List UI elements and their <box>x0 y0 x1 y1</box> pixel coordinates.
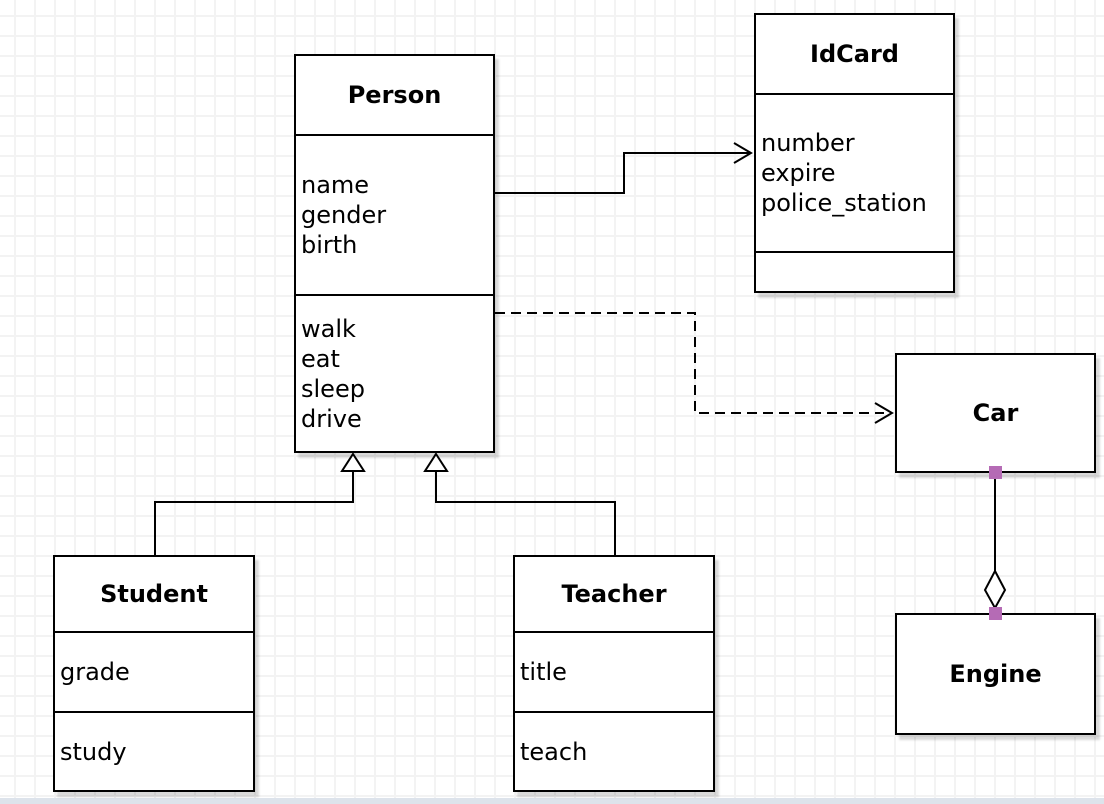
class-teacher-attributes: title <box>515 633 713 713</box>
class-teacher-title: Teacher <box>515 557 713 633</box>
method: teach <box>520 737 588 766</box>
attribute: grade <box>60 658 130 686</box>
class-engine[interactable]: Engine <box>895 613 1096 735</box>
association-arrow-person-idcard[interactable] <box>495 142 753 194</box>
class-idcard-attributes: number expire police_station <box>756 95 953 253</box>
method: sleep <box>301 374 365 403</box>
open-arrowhead-icon <box>733 142 753 164</box>
attribute: expire <box>761 159 836 187</box>
class-teacher[interactable]: Teacher title teach <box>513 555 715 792</box>
class-idcard[interactable]: IdCard number expire police_station <box>754 13 955 293</box>
dependency-arrow-person-car[interactable] <box>495 312 894 424</box>
class-student-attributes: grade <box>55 633 253 713</box>
hollow-diamond-icon <box>983 568 1007 611</box>
class-person[interactable]: Person name gender birth walk eat sleep … <box>294 54 495 453</box>
class-idcard-methods <box>756 253 953 291</box>
attribute: title <box>520 658 567 686</box>
method: walk <box>301 314 356 343</box>
class-teacher-methods: teach <box>515 713 713 790</box>
method: eat <box>301 344 340 373</box>
class-car[interactable]: Car <box>895 353 1096 473</box>
page-edge-strip <box>0 798 1104 804</box>
inheritance-arrow-student-person[interactable] <box>154 452 366 555</box>
attribute: police_station <box>761 189 927 217</box>
class-student[interactable]: Student grade study <box>53 555 255 792</box>
method: study <box>60 737 127 766</box>
open-arrowhead-icon <box>874 402 894 424</box>
class-car-title: Car <box>972 399 1019 427</box>
hollow-triangle-icon <box>340 452 366 472</box>
class-person-methods: walk eat sleep drive <box>296 296 493 451</box>
attribute: number <box>761 129 855 157</box>
method: drive <box>301 404 362 433</box>
attribute: birth <box>301 231 358 259</box>
class-engine-title: Engine <box>949 660 1042 688</box>
class-student-title: Student <box>55 557 253 633</box>
class-person-attributes: name gender birth <box>296 136 493 296</box>
class-idcard-title: IdCard <box>756 15 953 95</box>
attribute: gender <box>301 201 387 229</box>
class-student-methods: study <box>55 713 253 790</box>
inheritance-arrow-teacher-person[interactable] <box>423 452 616 555</box>
attribute: name <box>301 171 370 199</box>
class-person-title: Person <box>296 56 493 136</box>
hollow-triangle-icon <box>423 452 449 472</box>
aggregation-link-car-engine[interactable] <box>983 466 1007 620</box>
